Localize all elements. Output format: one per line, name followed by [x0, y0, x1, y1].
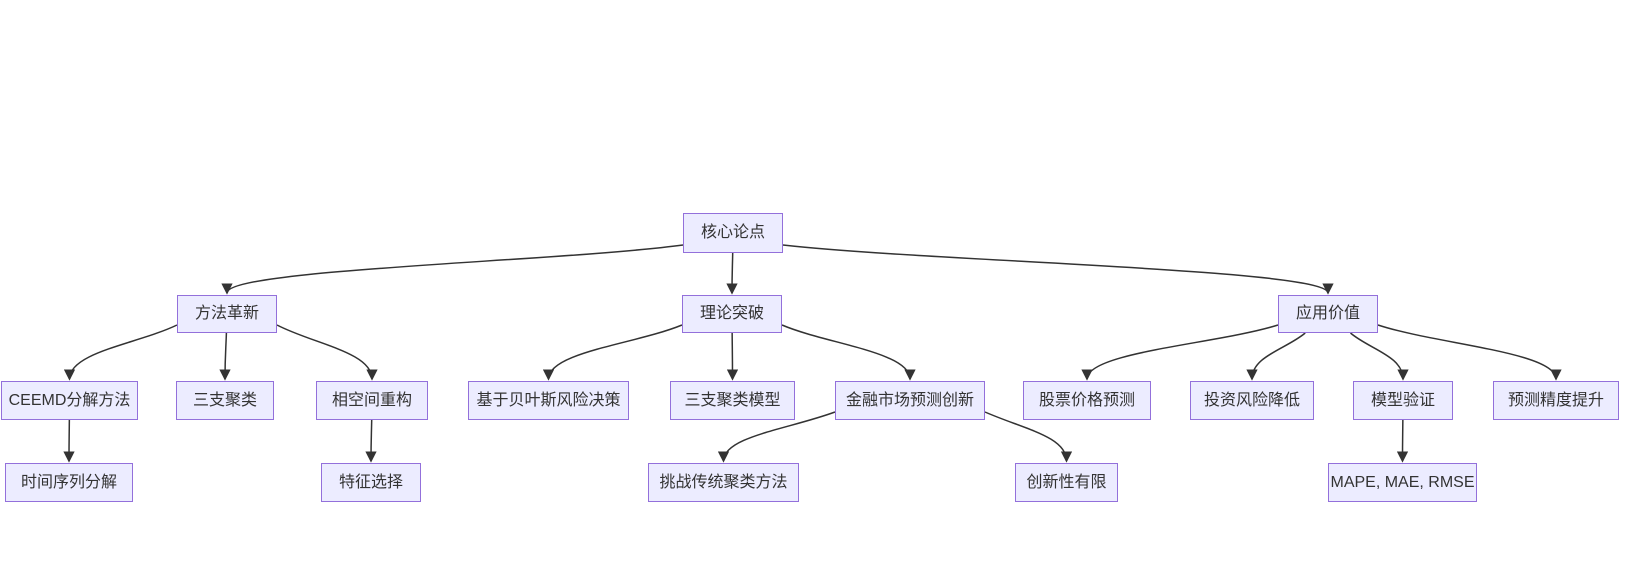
- flowchart-node-application: 应用价值: [1278, 295, 1378, 333]
- node-label: 时间序列分解: [20, 473, 117, 491]
- edge-application-to-risk: [1246, 332, 1306, 381]
- node-label: 模型验证: [1370, 391, 1435, 409]
- edge-method-to-three-way: [219, 332, 231, 381]
- node-label: 核心论点: [700, 224, 765, 241]
- node-label: 方法革新: [194, 305, 259, 322]
- flowchart-node-method: 方法革新: [177, 295, 277, 333]
- edge-phase-space-to-feature: [365, 419, 377, 463]
- flowchart-node-decomposition: 时间序列分解: [5, 463, 133, 502]
- node-label: CEEMD分解方法: [8, 391, 131, 409]
- node-label: MAPE, MAE, RMSE: [1330, 473, 1475, 491]
- flowchart-node-ceemd: CEEMD分解方法: [1, 381, 138, 420]
- flowchart-node-validation: 模型验证: [1353, 381, 1453, 420]
- node-label: 基于贝叶斯风险决策: [476, 391, 621, 409]
- flowchart-node-stock: 股票价格预测: [1023, 381, 1151, 420]
- flowchart-node-core: 核心论点: [683, 213, 783, 253]
- node-label: 预测精度提升: [1507, 391, 1604, 409]
- flowchart-node-risk: 投资风险降低: [1190, 381, 1314, 420]
- node-label: 股票价格预测: [1038, 391, 1135, 409]
- edge-core-to-theory: [726, 252, 738, 295]
- edge-core-to-method: [221, 244, 684, 295]
- flowchart-node-three-way-model: 三支聚类模型: [670, 381, 795, 420]
- flowchart-node-feature: 特征选择: [321, 463, 421, 502]
- flowchart-node-financial: 金融市场预测创新: [835, 381, 985, 420]
- edge-theory-to-financial: [781, 324, 916, 381]
- node-label: 三支聚类模型: [684, 391, 781, 409]
- flowchart-node-phase-space: 相空间重构: [316, 381, 428, 420]
- edge-method-to-phase-space: [276, 324, 378, 381]
- node-label: 金融市场预测创新: [845, 391, 974, 409]
- node-label: 挑战传统聚类方法: [659, 473, 788, 491]
- flowchart-node-three-way: 三支聚类: [176, 381, 274, 420]
- flowchart-node-bayesian: 基于贝叶斯风险决策: [468, 381, 629, 420]
- edge-application-to-accuracy: [1377, 324, 1562, 381]
- node-label: 创新性有限: [1026, 473, 1107, 491]
- edge-theory-to-bayesian: [542, 324, 683, 381]
- node-label: 相空间重构: [331, 391, 412, 409]
- flowchart-node-theory: 理论突破: [682, 295, 782, 333]
- flowchart-node-metrics: MAPE, MAE, RMSE: [1328, 463, 1477, 502]
- edge-application-to-validation: [1350, 332, 1409, 381]
- node-label: 投资风险降低: [1203, 391, 1300, 409]
- flowchart-node-limited: 创新性有限: [1015, 463, 1118, 502]
- flowchart-edges: [63, 244, 1562, 463]
- node-label: 理论突破: [699, 305, 764, 322]
- flowchart-node-challenge: 挑战传统聚类方法: [648, 463, 799, 502]
- edge-application-to-stock: [1081, 324, 1279, 381]
- node-label: 应用价值: [1295, 305, 1360, 322]
- edge-method-to-ceemd: [63, 324, 178, 381]
- node-label: 特征选择: [338, 473, 403, 491]
- flowchart-node-accuracy: 预测精度提升: [1493, 381, 1619, 420]
- node-label: 三支聚类: [192, 391, 257, 409]
- edge-core-to-application: [782, 244, 1334, 295]
